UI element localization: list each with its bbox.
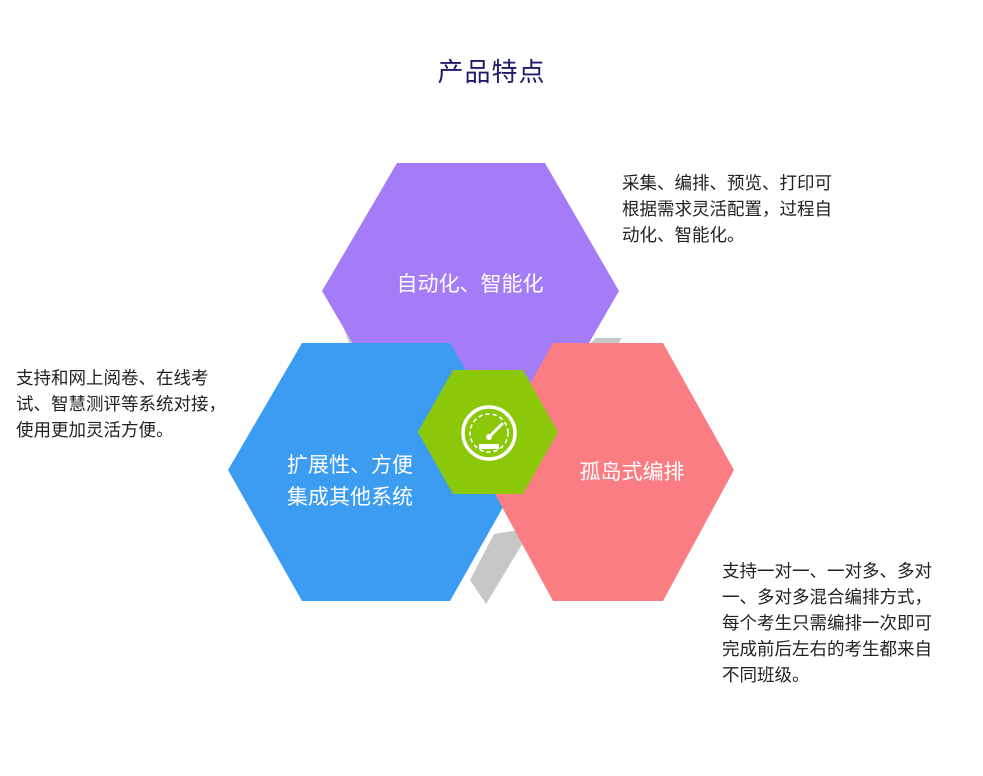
- feature-label-island: 孤岛式编排: [579, 460, 685, 484]
- hex-island: [482, 343, 734, 601]
- speedometer-icon: [461, 405, 517, 461]
- feature-label-extensibility: 扩展性、方便 集成其他系统: [287, 453, 413, 509]
- feature-desc-island: 支持一对一、一对多、多对 一、多对多混合编排方式， 每个考生只需编排一次即可 完…: [722, 562, 932, 686]
- feature-desc-extensibility: 支持和网上阅卷、在线考 试、智慧测评等系统对接， 使用更加灵活方便。: [16, 369, 226, 441]
- feature-label-automation: 自动化、智能化: [396, 272, 544, 296]
- page-title: 产品特点: [437, 58, 546, 88]
- hex-center: [418, 370, 558, 494]
- hex-shadow: [470, 528, 532, 604]
- feature-desc-automation: 采集、编排、预览、打印可 根据需求灵活配置，过程自 动化、智能化。: [622, 174, 832, 246]
